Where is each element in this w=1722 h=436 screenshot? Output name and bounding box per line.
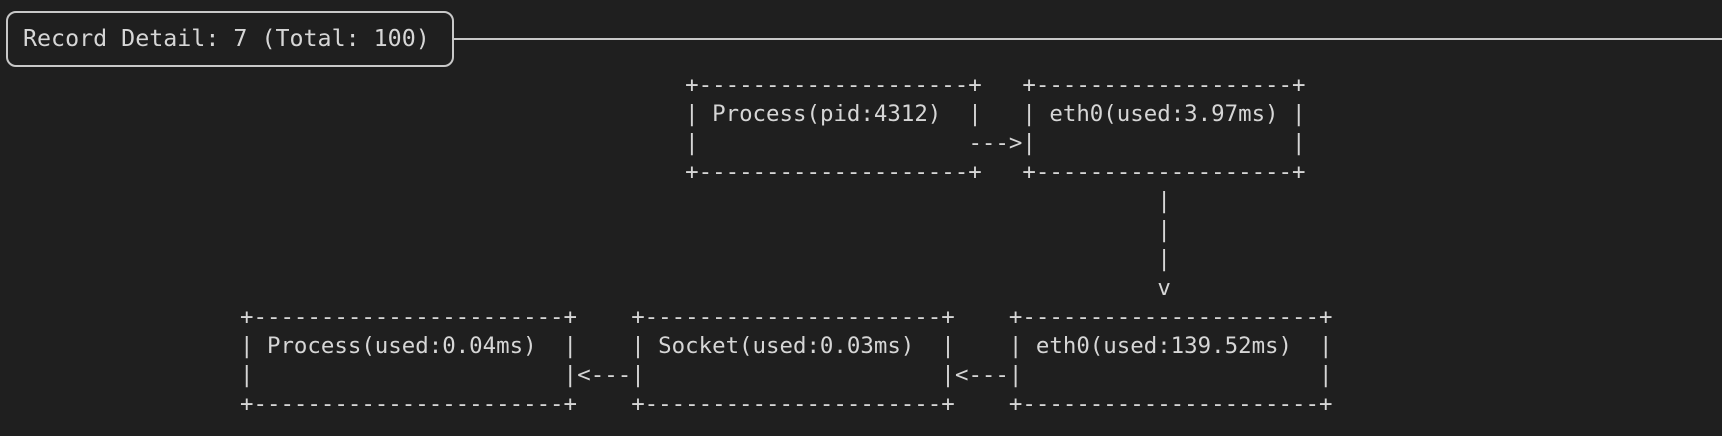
node-socket-used-0-03ms: +----------------------+ | Socket(used:0… <box>631 304 955 417</box>
arrow-socket-to-process: <--- <box>577 362 632 388</box>
title-rule-line <box>446 38 1722 40</box>
record-detail-title-text: Record Detail: 7 (Total: 100) <box>23 25 430 52</box>
node-process-pid-4312: +--------------------+ | Process(pid:431… <box>685 72 982 185</box>
node-process-used-0-04ms: +-----------------------+ | Process(used… <box>240 304 578 417</box>
arrow-process-to-eth0: ---> <box>968 130 1023 156</box>
connector-eth0-down: | | | v <box>1157 188 1171 301</box>
node-eth0-used-139-52ms: +----------------------+ | eth0(used:139… <box>1008 304 1333 417</box>
node-eth0-used-3-97ms: +-------------------+ | eth0(used:3.97ms… <box>1022 72 1306 185</box>
arrow-eth0-to-socket: <--- <box>954 362 1009 388</box>
record-detail-title: Record Detail: 7 (Total: 100) <box>6 11 454 67</box>
